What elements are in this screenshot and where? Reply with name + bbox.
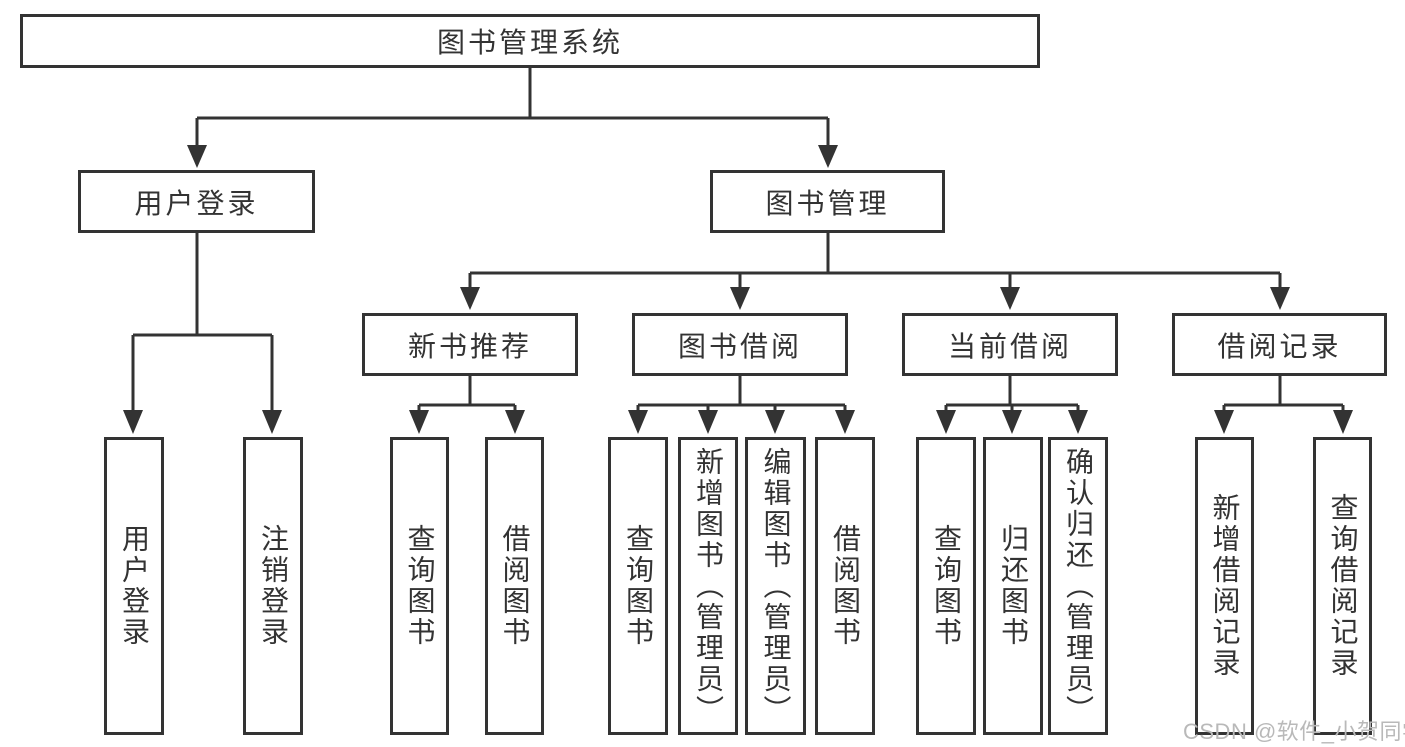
arrow-down-icon bbox=[730, 287, 750, 310]
leaf-logout: 注销登录 bbox=[243, 437, 303, 735]
leaf-label: 注销登录 bbox=[258, 524, 289, 648]
arrow-down-icon bbox=[187, 145, 207, 168]
leaf-return-book: 归还图书 bbox=[983, 437, 1043, 735]
leaf-edit-book-admin: 编辑图书（管理员） bbox=[745, 437, 806, 735]
leaf-confirm-return-admin: 确认归还（管理员） bbox=[1048, 437, 1108, 735]
leaf-borrow-books-borrow: 借阅图书 bbox=[815, 437, 875, 735]
leaf-label: 借阅图书 bbox=[499, 524, 531, 648]
leaf-label: 确认归还（管理员） bbox=[1063, 446, 1094, 726]
leaf-label: 归还图书 bbox=[998, 524, 1029, 648]
leaf-query-books-recommend: 查询图书 bbox=[390, 437, 449, 735]
leaf-label: 查询图书 bbox=[404, 524, 436, 648]
leaf-label: 编辑图书（管理员） bbox=[760, 446, 792, 726]
connector-root bbox=[187, 67, 838, 168]
node-borrow-records: 借阅记录 bbox=[1172, 313, 1387, 376]
node-new-book-recommend: 新书推荐 bbox=[362, 313, 578, 376]
node-user-login: 用户登录 bbox=[78, 170, 315, 233]
leaf-add-borrow-record: 新增借阅记录 bbox=[1195, 437, 1254, 735]
node-label: 新书推荐 bbox=[407, 330, 532, 362]
leaf-label: 查询借阅记录 bbox=[1327, 493, 1359, 679]
leaf-query-borrow-record: 查询借阅记录 bbox=[1313, 437, 1372, 735]
csdn-watermark: CSDN @软件_小贺同学 bbox=[1183, 719, 1405, 744]
arrow-down-icon bbox=[818, 145, 838, 168]
leaf-label: 新增图书（管理员） bbox=[693, 446, 724, 726]
arrow-down-icon bbox=[409, 410, 429, 434]
leaf-add-book-admin: 新增图书（管理员） bbox=[678, 437, 738, 735]
leaf-label: 用户登录 bbox=[119, 524, 150, 648]
connector-borrow-records bbox=[1214, 376, 1353, 434]
arrow-down-icon bbox=[1333, 410, 1353, 434]
node-label: 图书管理系统 bbox=[436, 27, 623, 58]
arrow-down-icon bbox=[936, 410, 956, 434]
connector-book-management bbox=[460, 233, 1290, 310]
arrow-down-icon bbox=[460, 287, 480, 310]
arrow-down-icon bbox=[1000, 287, 1020, 310]
leaf-label: 新增借阅记录 bbox=[1209, 493, 1241, 679]
connector-current-borrow bbox=[936, 376, 1088, 434]
connector-user-login bbox=[123, 233, 282, 434]
arrow-down-icon bbox=[1068, 410, 1088, 434]
node-label: 用户登录 bbox=[134, 187, 259, 219]
leaf-label: 查询图书 bbox=[623, 524, 654, 648]
node-label: 图书借阅 bbox=[677, 330, 802, 362]
leaf-query-books-current: 查询图书 bbox=[916, 437, 976, 735]
node-label: 图书管理 bbox=[765, 187, 890, 219]
node-label: 当前借阅 bbox=[947, 330, 1072, 362]
arrow-down-icon bbox=[262, 410, 282, 434]
node-current-borrow: 当前借阅 bbox=[902, 313, 1118, 376]
arrow-down-icon bbox=[1002, 410, 1022, 434]
arrow-down-icon bbox=[765, 410, 785, 434]
arrow-down-icon bbox=[835, 410, 855, 434]
arrow-down-icon bbox=[123, 410, 143, 434]
node-library-management-system: 图书管理系统 bbox=[20, 14, 1040, 68]
arrow-down-icon bbox=[505, 410, 525, 434]
leaf-user-login: 用户登录 bbox=[104, 437, 164, 735]
arrow-down-icon bbox=[628, 410, 648, 434]
connector-book-borrow bbox=[628, 376, 855, 434]
node-book-management: 图书管理 bbox=[710, 170, 945, 233]
leaf-query-books-borrow: 查询图书 bbox=[608, 437, 668, 735]
leaf-borrow-books-recommend: 借阅图书 bbox=[485, 437, 544, 735]
node-label: 借阅记录 bbox=[1217, 330, 1342, 362]
arrow-down-icon bbox=[698, 410, 718, 434]
connector-new-book-recommend bbox=[409, 376, 525, 434]
node-book-borrow: 图书借阅 bbox=[632, 313, 848, 376]
arrow-down-icon bbox=[1214, 410, 1234, 434]
arrow-down-icon bbox=[1270, 287, 1290, 310]
leaf-label: 查询图书 bbox=[931, 524, 962, 648]
leaf-label: 借阅图书 bbox=[830, 524, 861, 648]
